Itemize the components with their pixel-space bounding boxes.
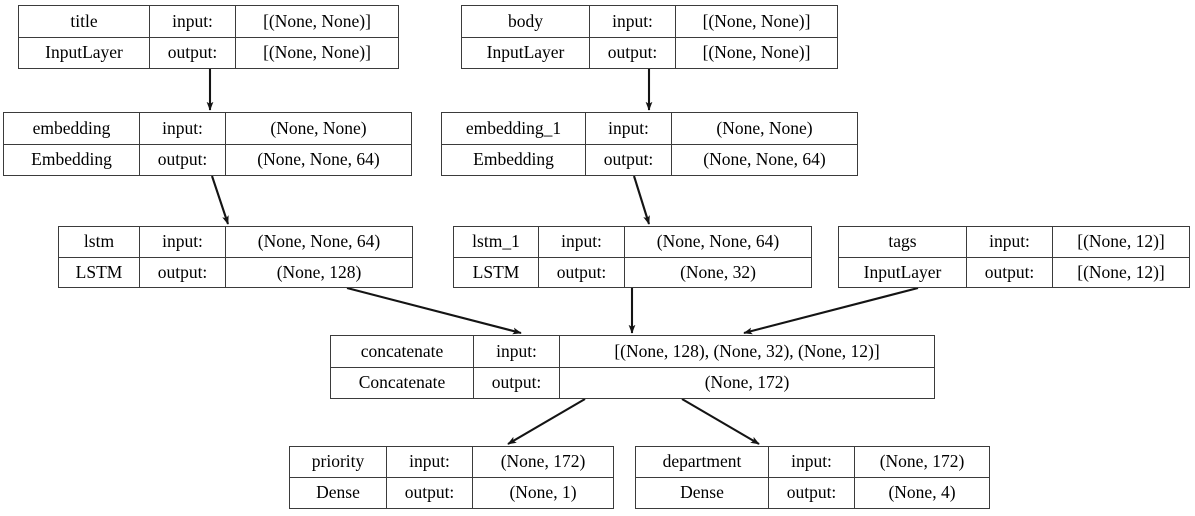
node-embedding-1-class: Embedding xyxy=(442,144,586,175)
node-title-input-label: input: xyxy=(150,6,236,37)
node-body-name: body xyxy=(462,6,590,37)
node-lstm-input-label: input: xyxy=(140,227,226,257)
node-lstm[interactable]: lstm input: (None, None, 64) LSTM output… xyxy=(58,226,413,288)
node-body-input-shape: [(None, None)] xyxy=(702,10,811,31)
edge-tags-to-concatenate xyxy=(743,286,919,335)
node-embedding-input-shape: (None, None) xyxy=(270,117,367,138)
node-department-name: department xyxy=(636,447,769,477)
node-body-input-label: input: xyxy=(590,6,676,37)
node-embedding-class: Embedding xyxy=(4,144,140,175)
node-concatenate-name: concatenate xyxy=(331,336,474,367)
node-embedding-1[interactable]: embedding_1 input: (None, None) Embeddin… xyxy=(441,112,858,176)
node-concatenate-input-label: input: xyxy=(474,336,560,367)
node-title-name: title xyxy=(19,6,150,37)
node-department[interactable]: department input: (None, 172) Dense outp… xyxy=(635,446,990,509)
node-embedding[interactable]: embedding input: (None, None) Embedding … xyxy=(3,112,412,176)
node-priority-output-shape: (None, 1) xyxy=(509,482,577,503)
node-department-input-shape: (None, 172) xyxy=(879,451,965,472)
node-tags-output-shape: [(None, 12)] xyxy=(1077,261,1165,282)
node-tags-output-label: output: xyxy=(967,257,1053,287)
node-priority-output-label: output: xyxy=(387,478,473,508)
node-department-input-label: input: xyxy=(769,447,855,477)
node-body-output-shape: [(None, None)] xyxy=(702,42,811,62)
edge-embedding-1-to-lstm-1 xyxy=(632,175,651,225)
node-lstm-1-output-label: output: xyxy=(539,257,625,287)
node-lstm-output-shape: (None, 128) xyxy=(276,261,362,282)
node-concatenate[interactable]: concatenate input: [(None, 128), (None, … xyxy=(330,335,935,399)
node-title[interactable]: title input: [(None, None)] InputLayer o… xyxy=(18,5,399,69)
node-lstm-1-input-shape: (None, None, 64) xyxy=(656,231,780,251)
node-priority-name: priority xyxy=(290,447,387,477)
node-tags[interactable]: tags input: [(None, 12)] InputLayer outp… xyxy=(838,226,1190,288)
edge-concatenate-to-priority xyxy=(507,398,586,445)
node-body-output-label: output: xyxy=(590,37,676,68)
node-body-class: InputLayer xyxy=(462,37,590,68)
edge-lstm-to-concatenate xyxy=(346,286,522,335)
node-title-output-shape: [(None, None)] xyxy=(263,42,371,62)
node-lstm-name: lstm xyxy=(59,227,140,257)
node-lstm-1-output-shape: (None, 32) xyxy=(680,261,756,282)
node-embedding-1-input-shape: (None, None) xyxy=(716,117,813,138)
node-tags-name: tags xyxy=(839,227,967,257)
node-priority-input-label: input: xyxy=(387,447,473,477)
node-lstm-output-label: output: xyxy=(140,257,226,287)
node-embedding-name: embedding xyxy=(4,113,140,144)
node-concatenate-class: Concatenate xyxy=(331,367,474,398)
node-department-output-shape: (None, 4) xyxy=(888,482,956,503)
node-body[interactable]: body input: [(None, None)] InputLayer ou… xyxy=(461,5,838,69)
node-priority[interactable]: priority input: (None, 172) Dense output… xyxy=(289,446,614,509)
node-lstm-1-name: lstm_1 xyxy=(454,227,539,257)
node-embedding-input-label: input: xyxy=(140,113,226,144)
node-department-class: Dense xyxy=(636,478,769,508)
node-lstm-input-shape: (None, None, 64) xyxy=(257,231,381,251)
node-department-output-label: output: xyxy=(769,478,855,508)
node-concatenate-input-shape: [(None, 128), (None, 32), (None, 12)] xyxy=(614,340,880,361)
node-lstm-1-class: LSTM xyxy=(454,257,539,287)
node-embedding-output-shape: (None, None, 64) xyxy=(257,149,380,169)
node-embedding-1-output-label: output: xyxy=(586,144,672,175)
node-priority-input-shape: (None, 172) xyxy=(500,451,586,472)
node-lstm-1-input-label: input: xyxy=(539,227,625,257)
node-embedding-1-input-label: input: xyxy=(586,113,672,144)
node-lstm-1[interactable]: lstm_1 input: (None, None, 64) LSTM outp… xyxy=(453,226,812,288)
node-tags-input-label: input: xyxy=(967,227,1053,257)
node-concatenate-output-label: output: xyxy=(474,367,560,398)
node-embedding-1-name: embedding_1 xyxy=(442,113,586,144)
edge-embedding-to-lstm xyxy=(211,175,229,225)
edge-concatenate-to-department xyxy=(681,398,760,445)
node-title-output-label: output: xyxy=(150,37,236,68)
node-tags-class: InputLayer xyxy=(839,257,967,287)
node-priority-class: Dense xyxy=(290,478,387,508)
node-lstm-class: LSTM xyxy=(59,257,140,287)
node-tags-input-shape: [(None, 12)] xyxy=(1077,231,1165,251)
node-title-class: InputLayer xyxy=(19,37,150,68)
node-embedding-1-output-shape: (None, None, 64) xyxy=(703,149,826,169)
node-title-input-shape: [(None, None)] xyxy=(263,10,371,31)
node-concatenate-output-shape: (None, 172) xyxy=(704,372,790,392)
node-embedding-output-label: output: xyxy=(140,144,226,175)
